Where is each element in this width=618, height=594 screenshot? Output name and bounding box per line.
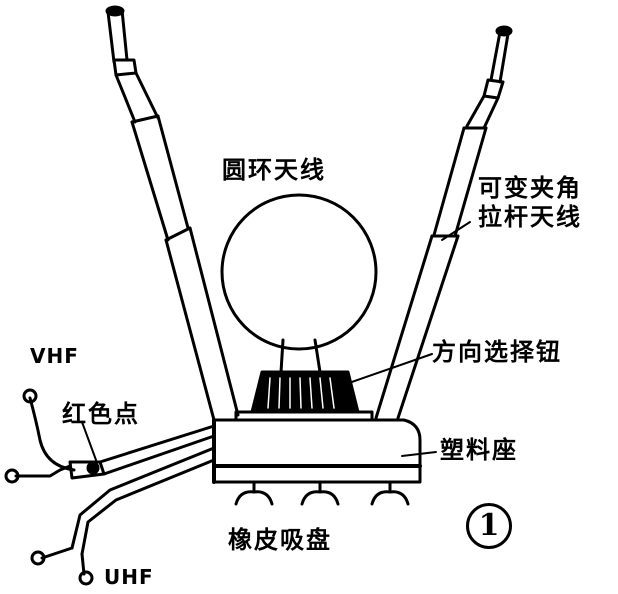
label-vhf: VHF (30, 344, 79, 368)
label-loop-antenna: 圆环天线 (222, 156, 326, 184)
direction-knob (234, 370, 374, 422)
suction-cups (234, 480, 410, 506)
label-direction-knob: 方向选择钮 (432, 338, 562, 366)
label-rod-antenna-2: 拉杆天线 (478, 203, 582, 231)
cables (4, 388, 216, 586)
label-plastic-base: 塑料座 (440, 436, 518, 464)
left-rod (105, 5, 240, 422)
figure-number: 1 (466, 503, 512, 549)
loop-antenna (220, 193, 378, 374)
label-rod-antenna-1: 可变夹角 (478, 174, 582, 202)
plastic-base (212, 418, 422, 484)
label-rubber-suction: 橡皮吸盘 (228, 526, 332, 554)
pointer-lines (81, 221, 471, 461)
label-uhf: UHF (104, 565, 154, 589)
right-rod (374, 25, 513, 420)
label-red-dot: 红色点 (62, 400, 140, 428)
